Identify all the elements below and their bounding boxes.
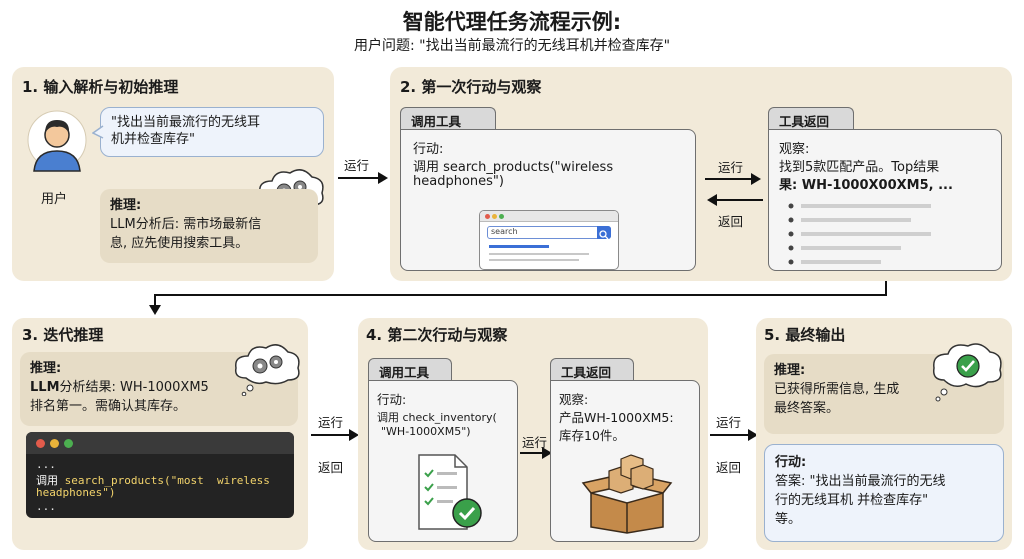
arrow-step3-to-step4 [311, 429, 359, 441]
step2-return-label: 返回 [718, 214, 744, 229]
bubble-tail [92, 125, 104, 139]
answer-line-3: 等。 [775, 512, 802, 527]
reasoning-line-1: 分析结果: WH-1000XM5 [59, 380, 209, 395]
step2-tool-return-card: 工具返回 观察: 找到5款匹配产品。Top结果 果: WH-1000X00XM5… [768, 107, 1002, 271]
browser-search-icon: search [479, 210, 619, 270]
arrow-step1-to-step2 [338, 172, 388, 184]
tool-return-tab: 工具返回 [768, 107, 854, 131]
arrow-step4-inner [520, 447, 552, 459]
checklist-icon [418, 454, 482, 530]
observation-line-1: 找到5款匹配产品。Top结果 [779, 160, 940, 175]
run-label-3-4: 运行 [318, 415, 344, 430]
arrow-run-right [705, 173, 761, 185]
action-line-1: 调用 search_products("wireless [413, 160, 614, 175]
step4-tool-return-card: 工具返回 观察: 产品WH-1000XM5: 库存10件。 [550, 358, 700, 542]
step2-panel: 2. 第一次行动与观察 调用工具 行动: 调用 search_products(… [390, 67, 1012, 281]
step2-tool-call-card: 调用工具 行动: 调用 search_products("wireless he… [400, 107, 696, 271]
user-query-bubble: "找出当前最流行的无线耳 机并检查库存" [100, 107, 324, 157]
code-line-1: ... [36, 458, 56, 471]
arrow-return-left [707, 194, 763, 206]
run-label-1-2: 运行 [344, 158, 370, 173]
step3-title: 3. 迭代推理 [22, 326, 104, 344]
code-line-2: search_products("most wireless [64, 474, 270, 487]
arrow-step4-to-step5 [710, 429, 758, 441]
arrow-step2-to-step3 [149, 281, 887, 315]
reasoning-llm: LLM [30, 380, 60, 395]
check-thought-icon [932, 343, 1002, 402]
step3-panel: 3. 迭代推理 推理: LLM分析结果: WH-1000XM5 排名第一。需确认… [12, 318, 308, 550]
reasoning-title: 推理: [774, 363, 806, 378]
search-placeholder: search [491, 227, 518, 236]
reasoning-line-1: 已获得所需信息, 生成 [774, 382, 900, 397]
step4-panel: 4. 第二次行动与观察 调用工具 行动: 调用 check_inventory(… [358, 318, 708, 550]
reasoning-line-2: 息, 应先使用搜索工具。 [110, 236, 249, 251]
search-input[interactable]: search [487, 226, 611, 240]
diagram-subtitle: 用户问题: "找出当前最流行的无线耳机并检查库存" [353, 38, 671, 54]
answer-line-2: 行的无线耳机 并检查库存" [775, 493, 929, 508]
action-line-1: 调用 check_inventory( [377, 411, 497, 424]
action-line-2: headphones") [413, 174, 504, 189]
user-icon [27, 110, 87, 172]
return-label-4-5: 返回 [716, 460, 742, 475]
bubble-line-1: "找出当前最流行的无线耳 [111, 115, 260, 130]
step4-title: 4. 第二次行动与观察 [366, 326, 508, 344]
reasoning-line-2: 排名第一。需确认其库存。 [30, 399, 187, 414]
action-title: 行动: [775, 455, 807, 470]
code-editor-icon: ... 调用 search_products("most wireless he… [26, 432, 294, 518]
step5-title: 5. 最终输出 [764, 326, 846, 344]
package-box-icon [581, 454, 673, 534]
step2-title: 2. 第一次行动与观察 [400, 78, 542, 96]
thought-gears-icon [234, 344, 300, 396]
final-answer-box: 行动: 答案: "找出当前最流行的无线 行的无线耳机 并检查库存" 等。 [764, 444, 1004, 542]
step1-panel: 1. 输入解析与初始推理 用户 "找出当前最流行的无线耳 机并检查库存" 推理:… [12, 67, 334, 281]
tool-call-tab: 调用工具 [400, 107, 496, 131]
step5-panel: 5. 最终输出 推理: 已获得所需信息, 生成 最终答案。 行动: 答案: "找… [756, 318, 1012, 550]
reasoning-title: 推理: [110, 198, 142, 213]
step2-run-label: 运行 [718, 160, 744, 175]
reasoning-line-1: LLM分析后: 需市场最新信 [110, 217, 262, 232]
observation-line-2: 果: WH-1000X00XM5, ... [779, 178, 953, 193]
observation-line-1: 产品WH-1000XM5: [559, 410, 674, 425]
code-call-keyword: 调用 [36, 474, 58, 487]
step4-inner-run-label: 运行 [522, 435, 548, 450]
tool-return-tab: 工具返回 [550, 358, 634, 382]
code-line-3: headphones") [36, 486, 116, 499]
observation-label: 观察: [559, 392, 589, 407]
action-label: 行动: [377, 392, 407, 407]
result-list-icon [788, 203, 931, 265]
reasoning-title: 推理: [30, 361, 62, 376]
reasoning-line-2: 最终答案。 [774, 401, 840, 416]
observation-line-2: 库存10件。 [559, 428, 625, 443]
run-label-4-5: 运行 [716, 415, 742, 430]
action-label: 行动: [413, 142, 444, 157]
bubble-line-2: 机并检查库存" [111, 132, 195, 147]
tool-call-tab: 调用工具 [368, 358, 452, 382]
code-line-4: ... [36, 500, 56, 513]
return-label-3-4: 返回 [318, 460, 344, 475]
answer-line-1: 答案: "找出当前最流行的无线 [775, 474, 946, 489]
step1-title: 1. 输入解析与初始推理 [22, 78, 179, 96]
step1-reasoning-note: 推理: LLM分析后: 需市场最新信 息, 应先使用搜索工具。 [100, 189, 318, 263]
step4-tool-call-card: 调用工具 行动: 调用 check_inventory( "WH-1000XM5… [368, 358, 518, 542]
action-line-2: "WH-1000XM5") [381, 425, 471, 438]
diagram-title: 智能代理任务流程示例: [402, 10, 622, 34]
observation-label: 观察: [779, 142, 810, 157]
search-icon[interactable] [597, 226, 611, 240]
user-label: 用户 [41, 192, 68, 207]
